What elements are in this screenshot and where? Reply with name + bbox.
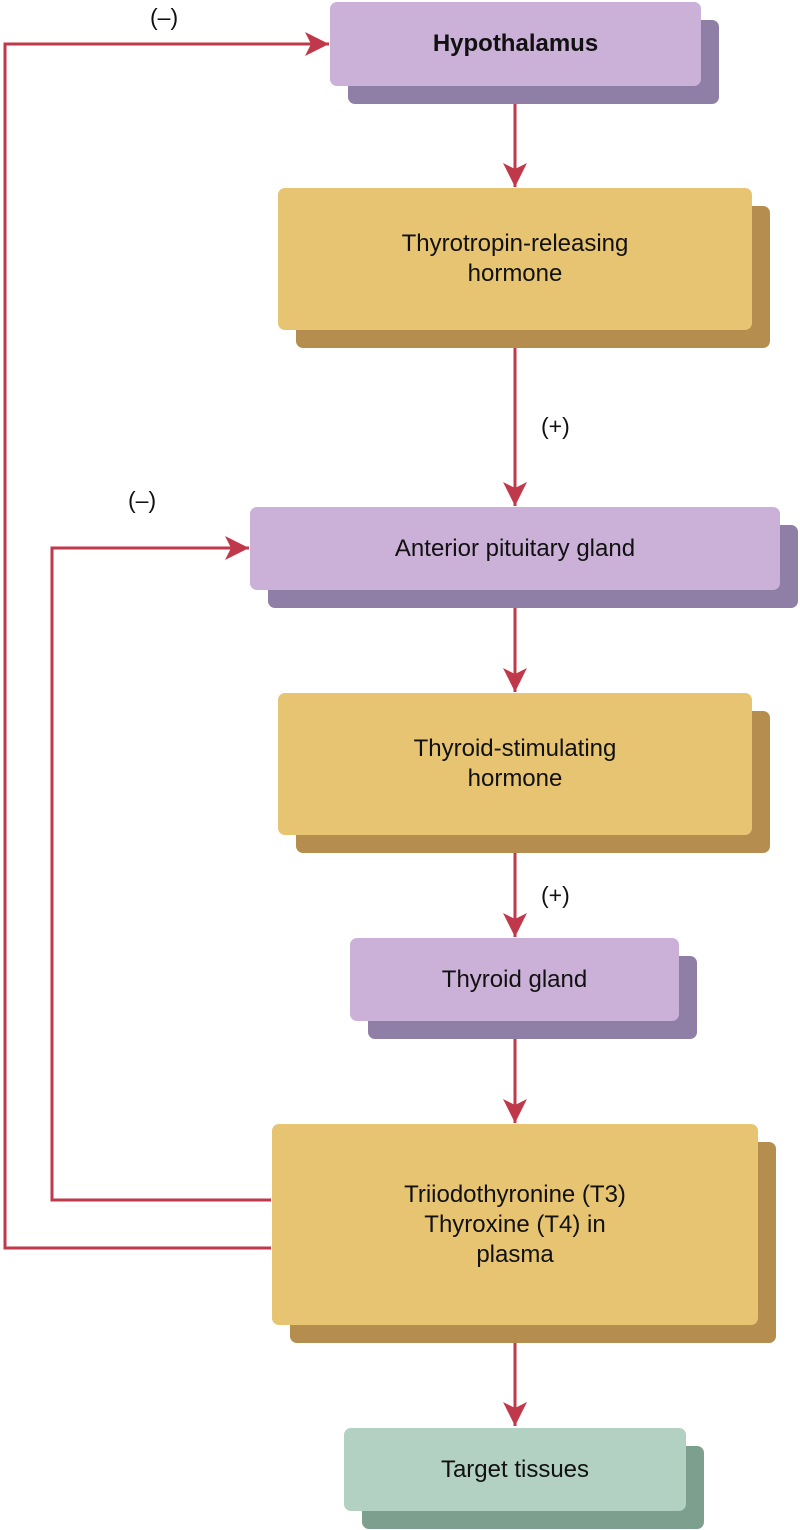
feedback-arrow-to-pituitary <box>50 536 271 1202</box>
trh-label-line-2: hormone <box>467 260 563 287</box>
t3-t4-label-line-1: Triiodothyronine (T3) <box>404 1180 626 1208</box>
tsh-label-line-2: hormone <box>467 765 563 792</box>
target-tissues-label: Target tissues <box>440 1455 590 1483</box>
negative-sign-pituitary: (–) <box>128 487 157 513</box>
t3-t4-label-line-3: plasma <box>476 1240 554 1268</box>
positive-sign-tsh: (+) <box>541 882 570 908</box>
thyroid-gland-label: Thyroid gland <box>441 965 588 993</box>
trh-label-line-1: Thyrotropin-releasing <box>401 230 629 257</box>
t3-t4-label-line-2: Thyroxine (T4) in <box>424 1210 606 1238</box>
anterior-pituitary-label: Anterior pituitary gland <box>394 534 636 562</box>
tsh-label-line-1: Thyroid-stimulating <box>413 735 617 762</box>
negative-sign-hypothalamus: (–) <box>150 4 179 30</box>
hypothalamus-label: Hypothalamus <box>432 30 599 57</box>
positive-sign-trh: (+) <box>541 413 570 439</box>
feedback-arrow-to-hypothalamus <box>3 32 329 1250</box>
